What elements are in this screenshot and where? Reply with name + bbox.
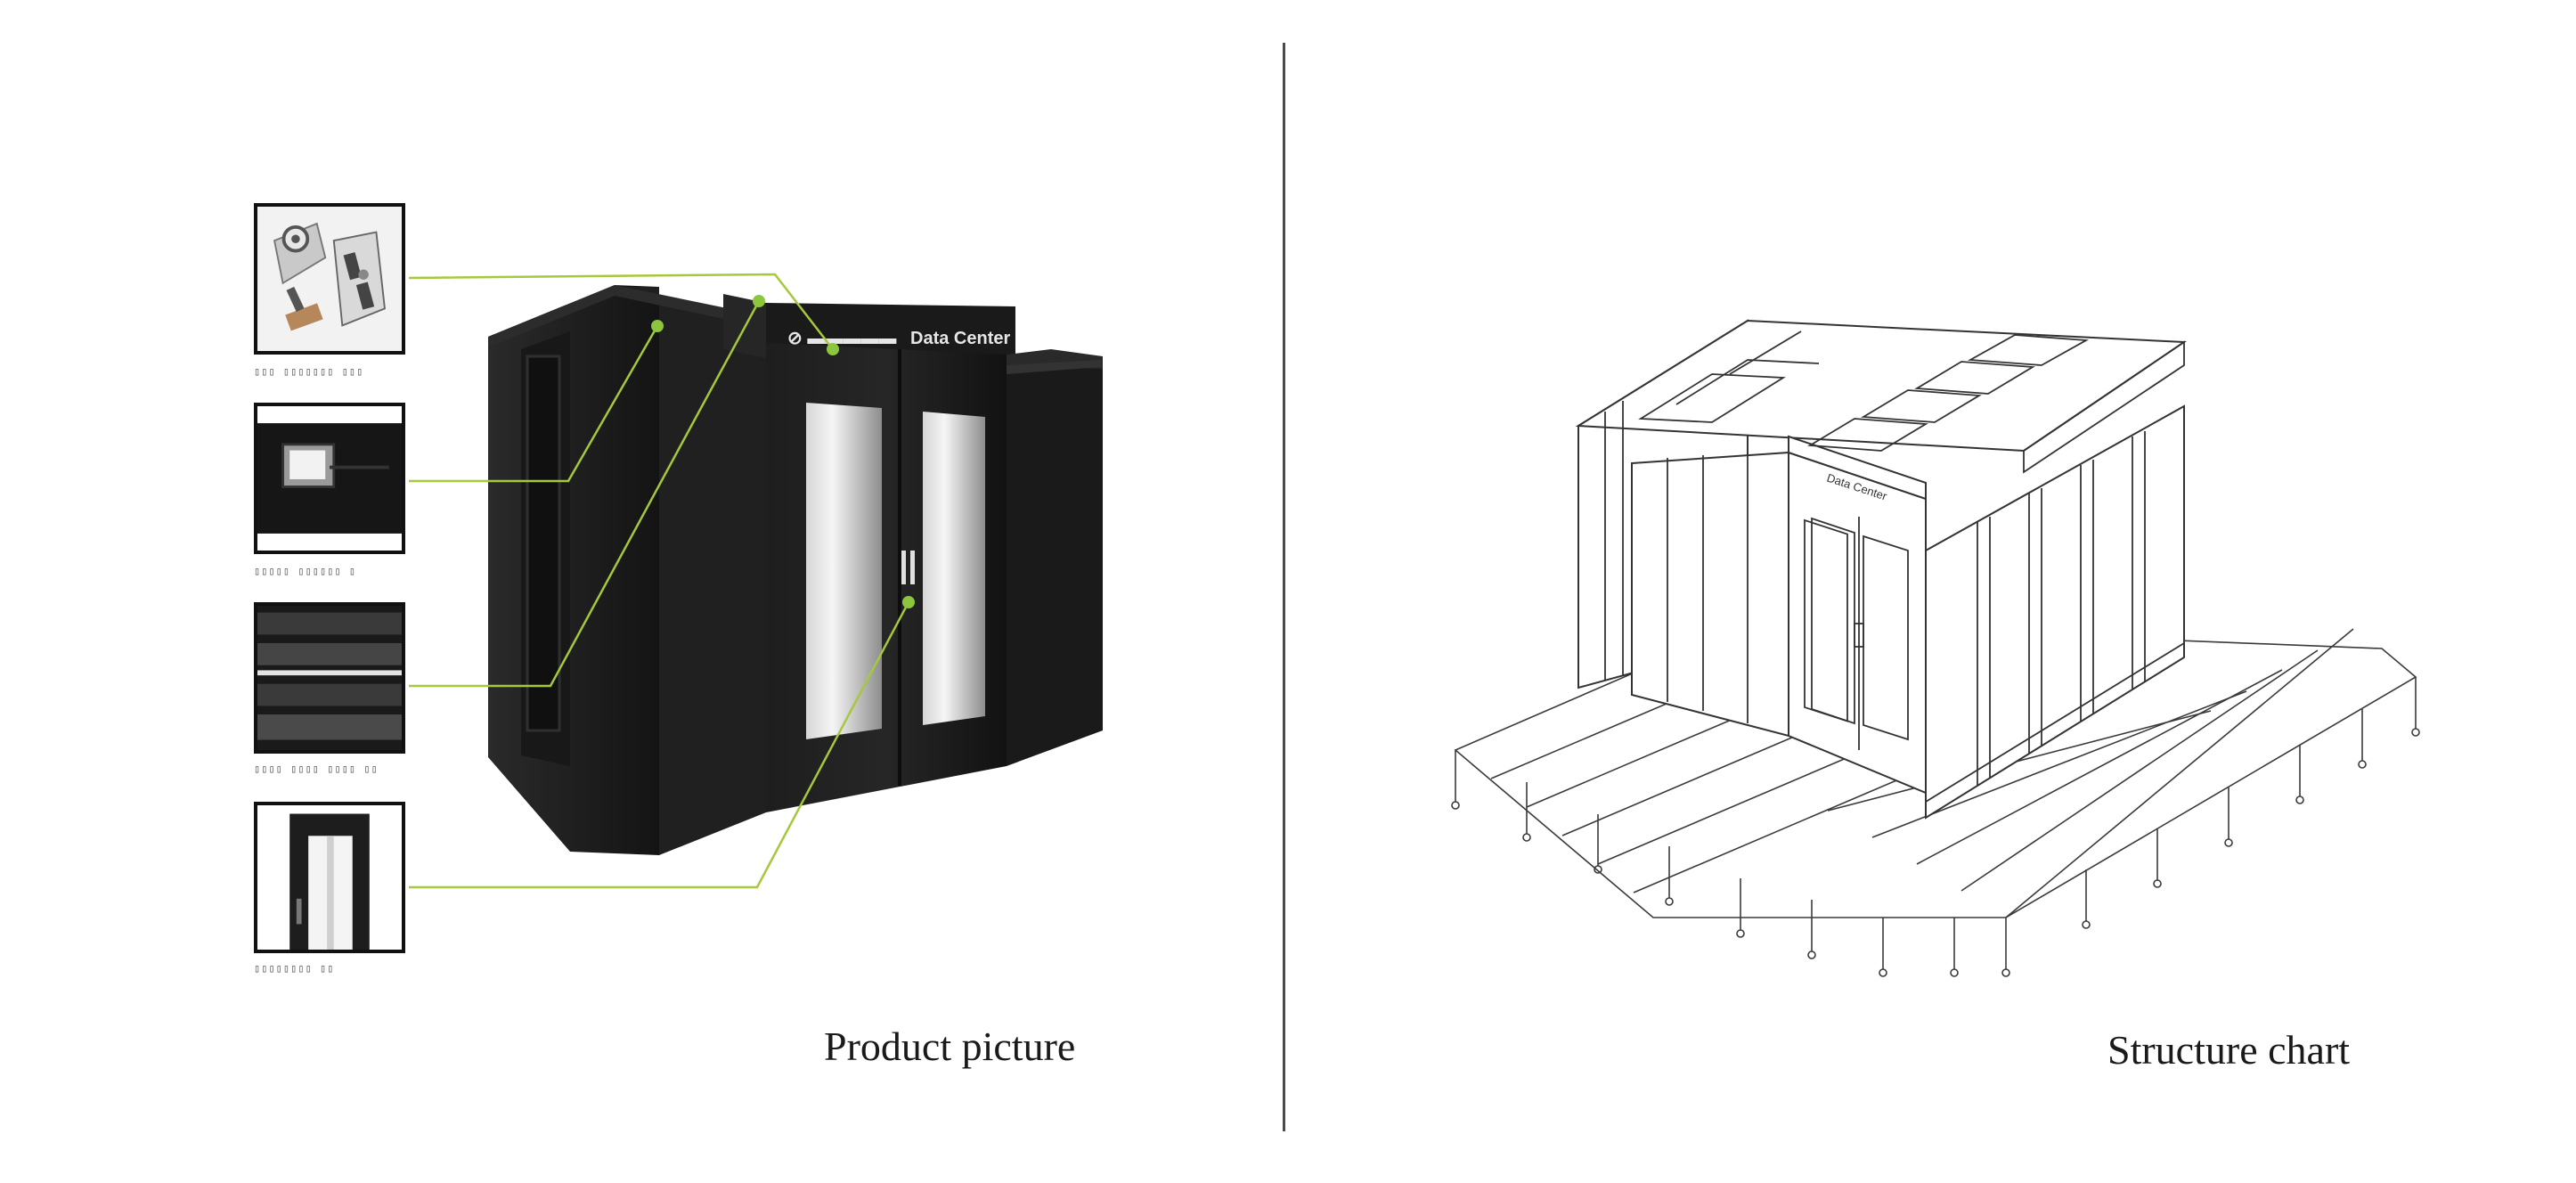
callout-line-3 <box>409 300 761 688</box>
thumbnail-caption-4: ▯▯▯▯▯▯▯▯ ▯▯ <box>254 962 335 975</box>
panel-divider <box>1283 43 1285 1131</box>
structure-chart-caption: Structure chart <box>2107 1027 2351 1073</box>
hinge-lock-icon <box>257 207 402 351</box>
door-frame-icon <box>257 805 402 950</box>
structure-chart-panel: Data Center Structure chart <box>1284 0 2576 1183</box>
cabinet-body <box>488 285 1103 855</box>
callout-line-4 <box>409 601 910 889</box>
cabinet-brand-label: Data Center <box>910 329 1010 348</box>
callout-dot-3 <box>753 295 765 307</box>
structure-details <box>1604 330 2185 803</box>
cabinet-logo: ⊘ ▬▬▬▬▬ <box>787 329 896 348</box>
product-illustration: ⊘ ▬▬▬▬▬ Data Center <box>408 273 1103 889</box>
product-picture-caption: Product picture <box>824 1024 1076 1069</box>
blanking-panel-icon <box>257 606 402 750</box>
callout-line-1 <box>408 273 834 350</box>
thumbnail-door-frame <box>254 802 405 953</box>
thumbnail-caption-2: ▯▯▯▯▯ ▯▯▯▯▯▯ ▯ <box>254 565 357 577</box>
thumbnail-caption-3: ▯▯▯▯ ▯▯▯▯ ▯▯▯▯ ▯▯ <box>254 763 379 775</box>
product-picture-panel: ▯▯▯ ▯▯▯▯▯▯▯ ▯▯▯ ▯▯▯▯▯ ▯▯▯▯▯▯ ▯ ▯▯▯▯ ▯▯▯▯… <box>0 0 1283 1183</box>
callout-dots <box>651 295 915 608</box>
cabinet-structure <box>1575 319 2188 820</box>
structure-line-drawing: Data Center <box>1451 319 2420 977</box>
thumbnail-hinge-lock <box>254 203 405 355</box>
callout-dot-1 <box>827 343 839 355</box>
thumbnail-caption-1: ▯▯▯ ▯▯▯▯▯▯▯ ▯▯▯ <box>254 365 364 378</box>
callout-lines <box>408 273 910 889</box>
thumbnail-blanking-panel <box>254 602 405 754</box>
callout-dot-2 <box>651 320 664 332</box>
callout-line-2 <box>409 325 659 483</box>
thumbnail-display-panel <box>254 403 405 554</box>
display-panel-icon <box>257 406 402 551</box>
callout-dot-4 <box>902 596 915 608</box>
